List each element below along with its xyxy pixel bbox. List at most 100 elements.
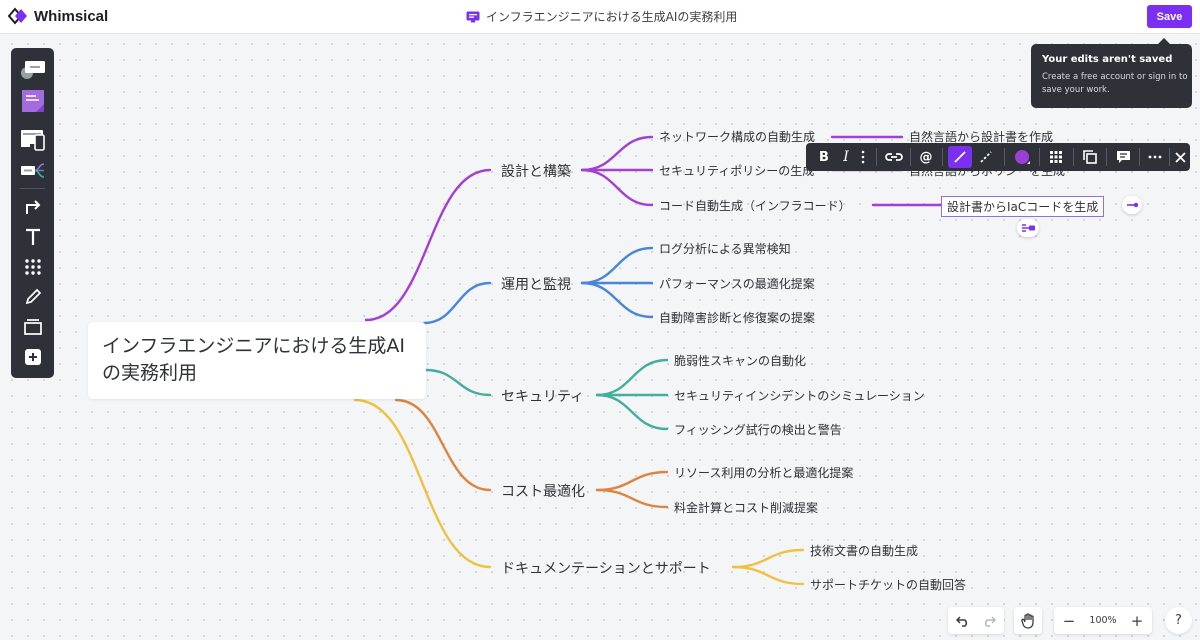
document-title[interactable]: インフラエンジニアにおける生成AIの実務利用 [466,8,737,25]
leaf-node[interactable]: セキュリティインシデントのシミュレーション [674,389,925,403]
toolbar-divider [910,148,911,166]
undo-button[interactable] [950,607,976,634]
leaf-node[interactable]: 料金計算とコスト削減提案 [674,501,819,515]
layout-button[interactable] [1044,146,1068,168]
mindmap-icon [20,163,44,178]
grid-icon [24,259,41,275]
leaf-node[interactable]: パフォーマンスの最適化提案 [659,277,815,291]
zoom-controls: − 100% + [1054,607,1152,634]
insert-tool[interactable] [17,344,48,370]
leaf-node[interactable]: サポートチケットの自動回答 [810,578,967,592]
branch-node-design[interactable]: 設計と構築 [501,164,571,180]
add-icon [24,349,41,365]
branch-node-operations[interactable]: 運用と監視 [501,277,571,293]
grid-icon [1050,151,1062,163]
text-icon [25,228,40,245]
pan-control [1014,607,1042,634]
color-picker-button[interactable] [1010,146,1034,168]
bold-button[interactable]: B [819,149,829,165]
toolbar-divider [1073,148,1074,166]
collapse-toggle[interactable] [1122,196,1142,214]
link-button[interactable] [882,146,906,168]
root-connector [422,281,492,325]
whimsical-logo-icon [8,7,27,25]
mindmap-root-node[interactable]: インフラエンジニアにおける生成AIの実務利用 [88,322,426,399]
toolbar-divider [1139,148,1140,166]
leaf-node[interactable]: ネットワーク構成の自動生成 [659,130,816,144]
branch-connector [595,488,669,509]
grid-tool[interactable] [17,254,48,280]
comment-button[interactable] [1111,146,1135,168]
mention-button[interactable]: @ [919,149,933,165]
connector-tool[interactable] [17,194,48,220]
branch-connector [595,470,669,492]
unsaved-edits-tooltip: Your edits aren't saved Create a free ac… [1031,38,1192,108]
leaf-node[interactable]: リソース利用の分析と最適化提案 [674,466,854,480]
redo-button[interactable] [976,607,1002,634]
app-logo[interactable]: Whimsical [8,7,108,25]
format-toolbar: B I @ [806,143,1190,171]
more-options-button[interactable] [1144,146,1166,168]
duplicate-button[interactable] [1078,146,1102,168]
app-name: Whimsical [34,7,109,25]
mindmap-tool[interactable] [17,158,48,184]
add-branch-icon [1022,224,1035,232]
leaf-node[interactable]: セキュリティポリシーの生成 [659,164,815,178]
save-button[interactable]: Save [1147,5,1192,28]
comment-icon [1116,151,1130,163]
root-connector [394,398,492,492]
sticky-note-icon [21,90,44,112]
leaf-node[interactable]: コード自動生成（インフラコード） [659,199,851,213]
help-button[interactable]: ? [1165,607,1192,634]
sub-leaf-node[interactable]: 自然言語から設計書を作成 [909,130,1054,144]
link-icon [885,153,903,161]
color-swatch-icon [1015,150,1030,164]
dashed-line-icon [980,151,992,163]
section-tool[interactable] [17,314,48,340]
sticky-note-tool[interactable] [17,88,48,114]
wireframe-tool[interactable] [17,126,48,152]
italic-button[interactable]: I [843,149,849,165]
zoom-level[interactable]: 100% [1089,615,1117,626]
wireframe-icon [20,130,45,151]
flowchart-tool[interactable] [17,56,48,82]
branch-node-cost[interactable]: コスト最適化 [501,484,585,500]
copy-icon [1083,150,1097,164]
pan-hand-button[interactable] [1014,607,1042,634]
text-tool[interactable] [17,224,48,250]
toolbar-divider [876,148,877,166]
more-text-options-button[interactable] [857,146,869,168]
toolbar-divider [1039,148,1040,166]
leaf-node[interactable]: 自動障害診断と修復案の提案 [659,311,816,325]
mindmap-doc-icon [466,11,480,22]
selected-sub-leaf-node[interactable]: 設計書からIaCコードを生成 [941,196,1105,217]
add-child-button[interactable] [1017,219,1039,237]
leaf-node[interactable]: ログ分析による異常検知 [659,242,791,256]
branch-node-docs[interactable]: ドキュメンテーションとサポート [501,561,711,577]
branch-connector [580,168,654,207]
branch-toggle-icon [1127,202,1139,208]
branch-node-security[interactable]: セキュリティ [501,389,585,405]
tooltip-body: Create a free account or sign in to save… [1042,72,1188,95]
straight-line-icon [954,151,966,163]
toolbar-divider [1169,148,1170,166]
branch-connector [595,393,669,431]
line-style-dashed-button[interactable] [974,146,998,168]
toolbar-divider [1106,148,1107,166]
branch-connector [580,135,654,172]
line-style-solid-button[interactable] [948,146,972,168]
branch-connector [580,281,654,319]
zoom-out-button[interactable]: − [1062,611,1076,630]
pen-tool[interactable] [17,284,48,310]
top-bar: Whimsical インフラエンジニアにおける生成AIの実務利用 Save [0,0,1200,34]
zoom-in-button[interactable]: + [1130,611,1144,630]
leaf-node[interactable]: 技術文書の自動生成 [810,544,919,558]
toolbar-divider [942,148,943,166]
branch-connector [731,548,805,569]
redo-icon [984,615,996,627]
left-toolbar [11,48,54,378]
leaf-node[interactable]: フィッシング試行の検出と警告 [674,423,842,437]
leaf-node[interactable]: 脆弱性スキャンの自動化 [674,354,807,368]
close-toolbar-button[interactable] [1172,146,1188,168]
